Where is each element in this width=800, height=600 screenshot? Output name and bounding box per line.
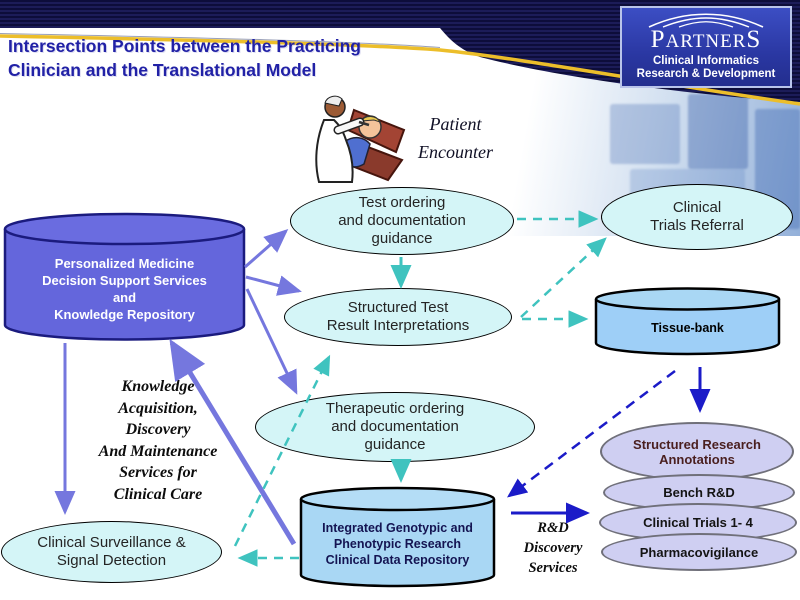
header-navy-shape (0, 0, 800, 102)
tissue-bank-label: Tissue-bank (594, 303, 781, 353)
logo-subtitle-2: Research & Development (636, 68, 776, 80)
title-line-1: Intersection Points between the Practici… (8, 36, 361, 56)
arrow-repository-to-test-ordering (244, 229, 289, 269)
personalized-medicine-label: Personalized Medicine Decision Support S… (3, 242, 246, 336)
partners-logo: PARTNERS Clinical Informatics Research &… (620, 6, 792, 88)
knowledge-services-label: Knowledge Acquisition, Discovery And Mai… (72, 376, 244, 505)
label-line: Personalized Medicine (54, 256, 195, 271)
label-line: Result Interpretations (326, 317, 470, 334)
label-line: Phenotypic Research (333, 537, 462, 551)
title-line-2: Clinician and the Translational Model (8, 60, 317, 80)
logo-subtitle-1: Clinical Informatics (652, 55, 760, 67)
label-line: Trials Referral (650, 217, 744, 234)
page-title: Intersection Points between the Practici… (8, 34, 438, 82)
label-line: Services (528, 560, 578, 576)
label-line: Knowledge (121, 378, 195, 395)
label-line: R&D (537, 520, 569, 536)
node-clinical-surveillance: Clinical Surveillance & Signal Detection (1, 521, 222, 583)
label-line: Clinical (672, 199, 722, 216)
label-line: guidance (364, 436, 426, 453)
label-line: guidance (371, 230, 433, 247)
logo-letter: P (650, 26, 666, 53)
partners-arcs-icon (648, 13, 764, 28)
xray-tile (688, 94, 748, 169)
node-clinical-trials-referral: Clinical Trials Referral (601, 184, 793, 250)
integrated-repository-label: Integrated Genotypic and Phenotypic Rese… (299, 504, 496, 584)
label-line: and (112, 290, 137, 305)
label-line: and documentation (331, 418, 459, 435)
node-tissue-bank: Tissue-bank (594, 287, 781, 357)
node-test-ordering: Test ordering and documentation guidance (290, 187, 514, 255)
label-line: Annotations (659, 451, 735, 467)
label-line: Clinical Trials 1- 4 (643, 515, 753, 530)
label-line: Discovery (125, 421, 191, 438)
arrow-repository-to-structured-test (245, 275, 302, 296)
label-line: Services for (119, 464, 197, 481)
node-structured-test-results: Structured Test Result Interpretations (284, 288, 512, 346)
label-line: Pharmacovigilance (639, 544, 759, 560)
node-integrated-repository: Integrated Genotypic and Phenotypic Rese… (299, 486, 496, 588)
arrow-structured-test-to-trials-referral (520, 237, 607, 318)
label-line: Clinical Data Repository (325, 553, 470, 567)
label-line: Bench R&D (663, 485, 735, 500)
arrow-repository-to-therapeutic (245, 288, 298, 395)
node-pharmacovigilance: Pharmacovigilance (601, 533, 797, 571)
label-line: Tissue-bank (651, 321, 724, 335)
label-line: Knowledge Repository (54, 307, 195, 322)
logo-letters: ARTNER (665, 31, 747, 52)
logo-letter: S (746, 26, 762, 53)
label-line: And Maintenance (98, 442, 218, 460)
label-line: Integrated Genotypic and (322, 521, 473, 535)
gold-divider-shadow (0, 33, 441, 48)
cylinder-shape (594, 287, 781, 356)
label-line: Structured Test (347, 299, 449, 316)
label-line: Clinical Care (113, 485, 203, 503)
label-line: Decision Support Services (42, 273, 207, 288)
node-personalized-medicine: Personalized Medicine Decision Support S… (3, 212, 246, 342)
label-line: and documentation (338, 212, 466, 229)
label-line: Acquisition, (118, 399, 198, 417)
cylinder-shape (3, 212, 246, 341)
xray-tile (610, 104, 680, 164)
patient-encounter-label: Patient Encounter (393, 110, 518, 166)
node-structured-research-annotations: Structured Research Annotations (600, 422, 794, 481)
label-line: Discovery (523, 540, 583, 556)
label-line: Structured Research (633, 436, 761, 452)
logo-wordmark: PARTNERS (650, 26, 762, 55)
node-therapeutic-ordering: Therapeutic ordering and documentation g… (255, 392, 535, 462)
patient-encounter-line1: Patient (429, 114, 482, 134)
label-line: Therapeutic ordering (325, 400, 465, 417)
rd-discovery-services-label: R&D Discovery Services (505, 518, 601, 578)
patient-encounter-line2: Encounter (418, 142, 493, 162)
label-line: Test ordering (358, 194, 446, 211)
doctor-patient-icon (315, 95, 406, 183)
label-line: Signal Detection (56, 552, 167, 569)
label-line: Clinical Surveillance & (37, 534, 186, 551)
